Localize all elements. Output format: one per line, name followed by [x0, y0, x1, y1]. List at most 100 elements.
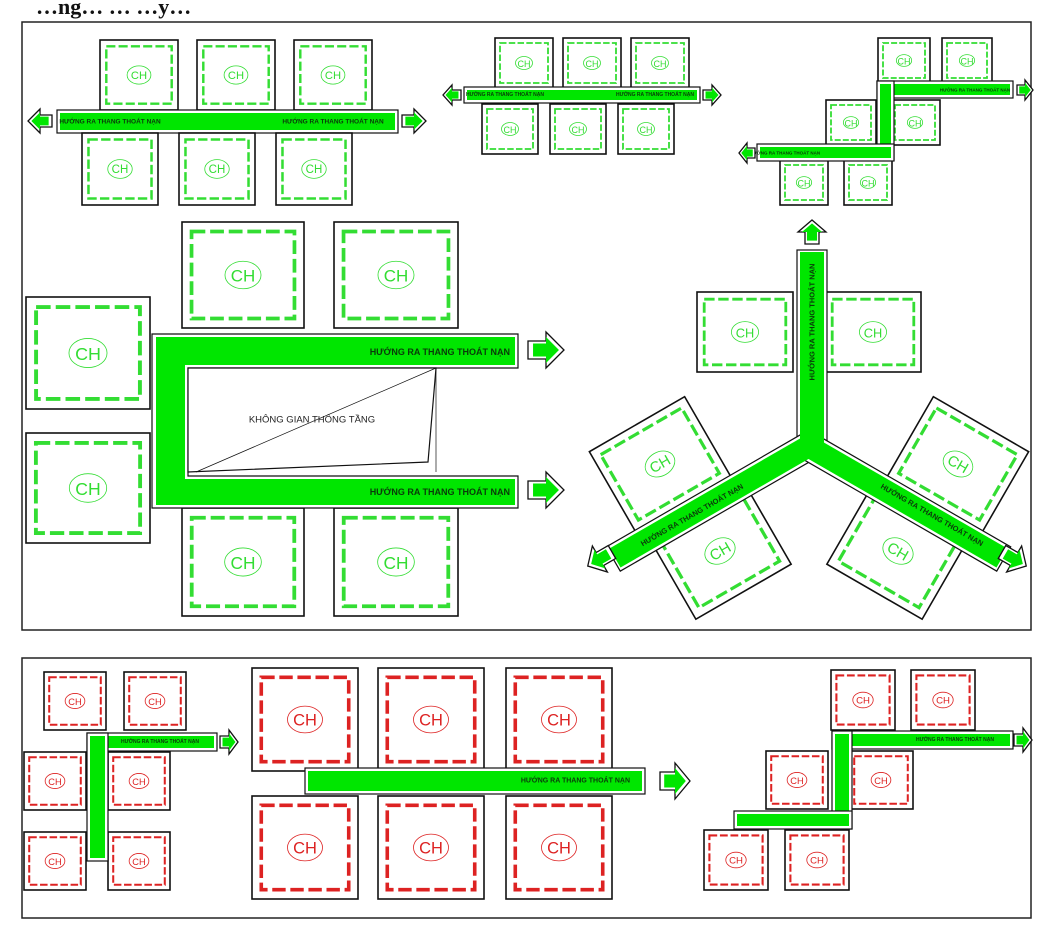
unit-label: CH — [231, 267, 255, 286]
unit-label: CH — [228, 70, 244, 82]
unit-outline — [696, 291, 794, 373]
corridor-label: HƯỚNG RA THANG THOÁT NẠN — [940, 86, 1010, 93]
shop-unit: CH — [181, 507, 305, 617]
unit-label: CH — [654, 59, 667, 69]
corridor-segment — [151, 333, 519, 509]
top-panel-border — [21, 21, 1032, 631]
unit-label-ellipse — [501, 122, 519, 136]
unit-label: CH — [810, 856, 824, 867]
corridor-label: HƯỚNG RA THANG THOÁT NẠN — [121, 737, 199, 745]
unit-label: CH — [325, 70, 341, 82]
unit-dashed-wall — [33, 440, 143, 536]
shop-unit: CH — [886, 395, 1030, 533]
unit-dashed-wall — [598, 405, 722, 523]
atrium-void: KHÔNG GIAN THÔNG TẦNG — [187, 367, 437, 473]
shop-unit: CH — [25, 296, 151, 410]
shop-unit: CH — [617, 103, 675, 155]
shop-unit: CH — [23, 751, 87, 811]
unit-dashed-wall — [28, 836, 82, 886]
unit-label: CH — [75, 479, 100, 499]
corridor-fill — [880, 84, 891, 157]
shop-unit: CH — [494, 37, 554, 89]
unit-dashed-wall — [499, 42, 549, 84]
unit-label-ellipse — [942, 450, 974, 478]
unit-dashed-wall — [635, 42, 685, 84]
corridor-segment — [876, 80, 895, 161]
corridor-fill — [156, 337, 515, 505]
unit-outline — [703, 829, 769, 891]
unit-label: CH — [845, 119, 858, 129]
unit-label: CH — [586, 59, 599, 69]
unit-label: CH — [384, 267, 408, 286]
unit-dashed-wall — [789, 834, 845, 886]
unit-label: CH — [856, 696, 870, 707]
unit-label-ellipse — [958, 54, 976, 67]
corridor-label: HƯỚNG RA THANG THOÁT NẠN — [808, 264, 817, 381]
corridor-segment — [463, 86, 701, 104]
shop-unit: CH — [703, 829, 769, 891]
unit-label-ellipse — [704, 537, 736, 565]
corridor-segment — [831, 730, 853, 830]
unit-label-ellipse — [882, 537, 914, 565]
unit-label-ellipse — [413, 705, 449, 734]
unit-label-ellipse — [906, 116, 924, 129]
shop-unit: CH — [825, 481, 971, 621]
unit-label-ellipse — [128, 773, 150, 789]
unit-outline — [481, 103, 539, 155]
exit-arrow-icon — [27, 107, 53, 135]
unit-label: CH — [572, 125, 585, 135]
unit-outline — [23, 751, 87, 811]
corridor-fill — [90, 736, 105, 858]
unit-dashed-wall — [770, 755, 824, 805]
unit-dashed-wall — [299, 45, 367, 105]
unit-label-ellipse — [731, 321, 760, 343]
unit-label-ellipse — [859, 176, 877, 189]
unit-dashed-wall — [202, 45, 270, 105]
corridor-label: HƯỚNG RA THANG THOÁT NẠN — [466, 90, 544, 98]
unit-outline — [25, 432, 151, 544]
unit-label-ellipse — [224, 547, 262, 577]
void-outline — [187, 367, 437, 473]
unit-label-ellipse — [725, 851, 747, 869]
shop-unit: CH — [196, 39, 276, 111]
unit-label: CH — [864, 326, 882, 341]
unit-outline — [505, 667, 613, 772]
unit-label: CH — [148, 697, 161, 707]
unit-outline — [562, 37, 622, 89]
unit-label-ellipse — [224, 260, 262, 290]
unit-label-ellipse — [895, 54, 913, 67]
arrow-fill — [801, 223, 823, 241]
shop-unit: CH — [824, 291, 922, 373]
unit-label: CH — [384, 553, 409, 573]
shop-unit: CH — [181, 221, 305, 329]
corridor-segment — [86, 732, 109, 862]
corridor-label: HƯỚNG RA THANG THOÁT NẠN — [282, 117, 384, 126]
corridor-fill — [835, 734, 849, 826]
corridor-fill — [835, 734, 1010, 746]
unit-dashed-wall — [184, 138, 250, 200]
unit-label: CH — [48, 777, 61, 787]
corridor-fill — [737, 814, 849, 826]
unit-outline — [25, 296, 151, 410]
unit-label: CH — [293, 840, 317, 858]
arrow-fill — [591, 549, 612, 569]
unit-dashed-wall — [784, 164, 824, 201]
shop-unit: CH — [23, 831, 87, 891]
unit-outline — [123, 671, 187, 731]
unit-outline — [107, 751, 171, 811]
unit-outline — [824, 291, 922, 373]
unit-label: CH — [132, 857, 145, 867]
shop-unit: CH — [481, 103, 539, 155]
void-cut-line — [195, 367, 437, 473]
unit-label-ellipse — [842, 116, 860, 129]
corridor-label: HƯỚNG RA THANG THOÁT NẠN — [750, 149, 820, 156]
unit-label: CH — [790, 776, 803, 786]
unit-label: CH — [898, 57, 911, 67]
exit-arrow-icon — [997, 544, 1028, 574]
